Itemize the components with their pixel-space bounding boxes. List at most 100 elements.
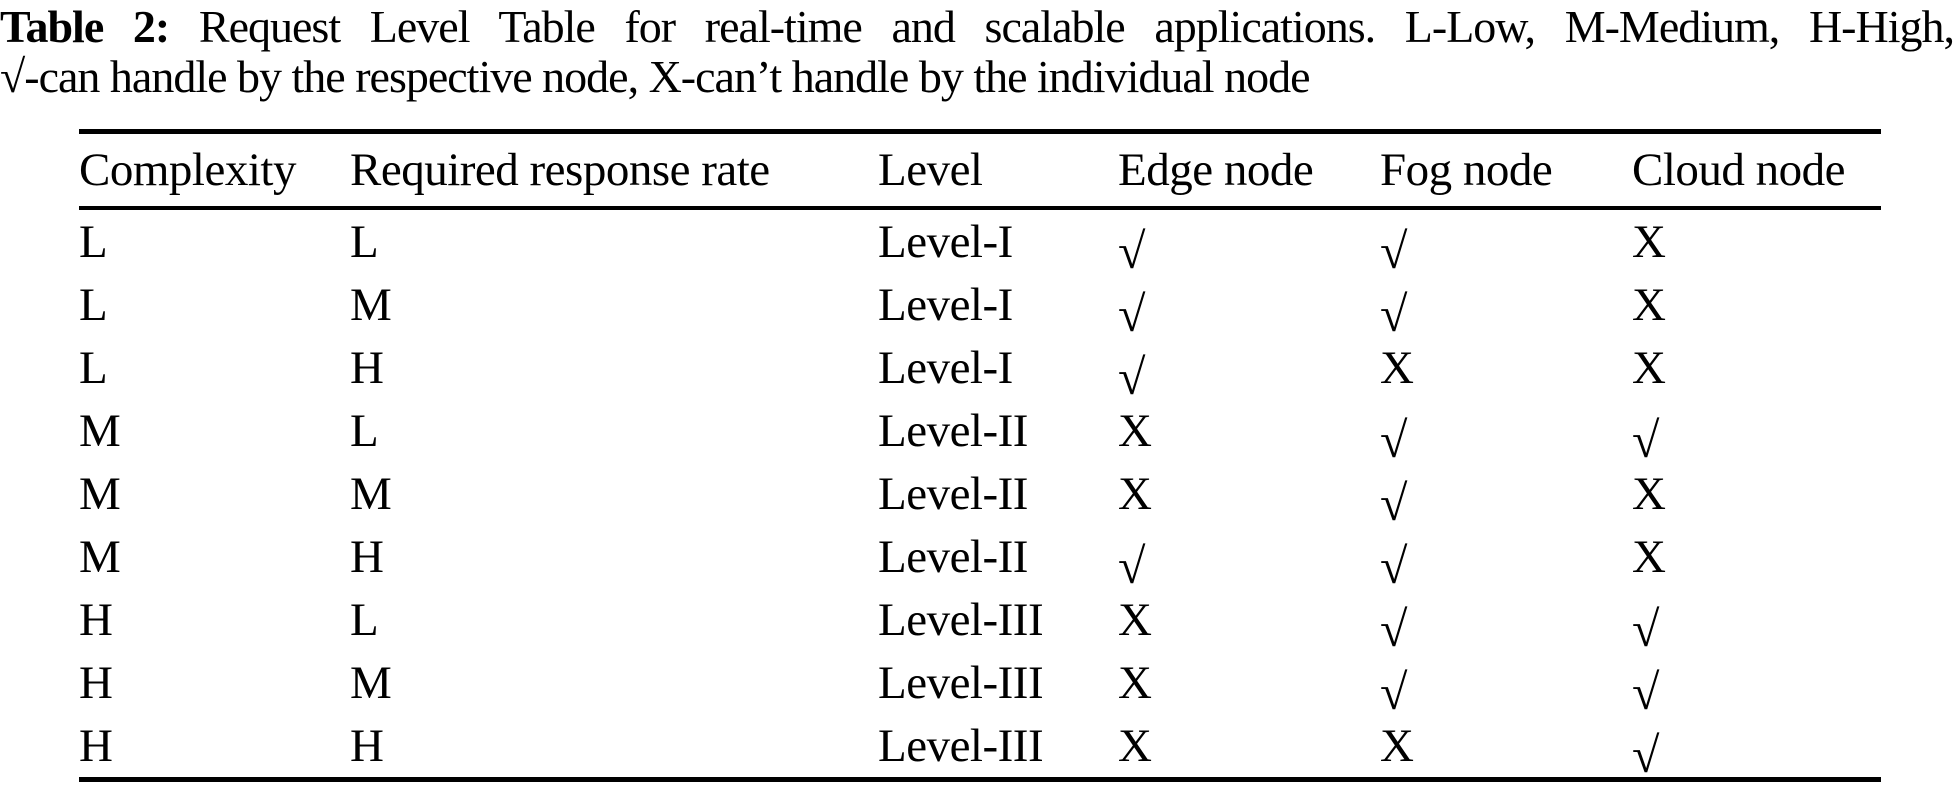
column-header-complexity: Complexity <box>79 131 350 210</box>
table-caption-line2: √-can handle by the respective node, X-c… <box>0 51 1310 102</box>
cell-value: H <box>350 719 384 772</box>
cell-value: M <box>350 467 392 520</box>
cell-value: √ <box>1632 663 1659 720</box>
cell-fog-node: √ <box>1380 588 1632 657</box>
cell-edge-node: X <box>1118 462 1380 525</box>
cell-value: M <box>350 278 392 331</box>
cell-value: L <box>350 593 379 646</box>
cell-value: √ <box>1118 348 1145 405</box>
cell-value: X <box>1118 719 1152 772</box>
cell-response-rate: H <box>350 525 878 588</box>
cell-value: L <box>350 404 379 457</box>
cell-response-rate: L <box>350 208 878 273</box>
table-caption-label: Table 2: <box>0 1 170 52</box>
cell-value: Level-III <box>878 719 1044 772</box>
cell-complexity: L <box>79 273 350 336</box>
cell-complexity: L <box>79 336 350 399</box>
table-row: L M Level-I √ √ X <box>79 273 1881 342</box>
cell-value: L <box>79 341 108 394</box>
table-row: M M Level-II X √ X <box>79 462 1881 531</box>
cell-cloud-node: √ <box>1632 714 1881 783</box>
table-row: L H Level-I √ X X <box>79 336 1881 405</box>
cell-complexity: M <box>79 525 350 588</box>
cell-level: Level-III <box>878 714 1118 780</box>
cell-value: √ <box>1380 285 1407 342</box>
cell-value: H <box>350 530 384 583</box>
cell-complexity: M <box>79 462 350 525</box>
cell-value: √ <box>1380 663 1407 720</box>
cell-value: √ <box>1380 600 1407 657</box>
cell-value: √ <box>1632 726 1659 783</box>
cell-value: X <box>1632 215 1666 268</box>
column-header-edge-node: Edge node <box>1118 131 1380 210</box>
cell-value: H <box>79 656 113 709</box>
table-caption-text: Request Level Table for real-time and sc… <box>198 1 1954 52</box>
cell-value: √ <box>1380 222 1407 279</box>
cell-value: X <box>1118 467 1152 520</box>
cell-value: √ <box>1380 537 1407 594</box>
cell-value: Level-I <box>878 278 1013 331</box>
cell-level: Level-III <box>878 651 1118 714</box>
cell-edge-node: √ <box>1118 273 1380 342</box>
cell-value: L <box>79 278 108 331</box>
cell-value: H <box>79 719 113 772</box>
cell-fog-node: √ <box>1380 273 1632 342</box>
cell-fog-node: √ <box>1380 525 1632 594</box>
cell-fog-node: X <box>1380 714 1632 780</box>
cell-value: M <box>350 656 392 709</box>
table-row: M L Level-II X √ √ <box>79 399 1881 468</box>
cell-value: Level-II <box>878 404 1028 457</box>
cell-level: Level-II <box>878 462 1118 525</box>
cell-level: Level-I <box>878 273 1118 336</box>
cell-level: Level-II <box>878 399 1118 462</box>
cell-edge-node: √ <box>1118 525 1380 594</box>
column-header-response-rate: Required response rate <box>350 131 878 210</box>
cell-level: Level-II <box>878 525 1118 588</box>
cell-value: X <box>1632 341 1666 394</box>
cell-value: √ <box>1118 222 1145 279</box>
cell-cloud-node: X <box>1632 462 1881 525</box>
cell-response-rate: H <box>350 714 878 780</box>
cell-edge-node: √ <box>1118 336 1380 405</box>
column-header-fog-node: Fog node <box>1380 131 1632 210</box>
cell-value: M <box>79 404 121 457</box>
table-row: H M Level-III X √ √ <box>79 651 1881 720</box>
cell-value: X <box>1380 341 1414 394</box>
cell-fog-node: X <box>1380 336 1632 399</box>
cell-response-rate: L <box>350 399 878 462</box>
cell-value: H <box>79 593 113 646</box>
cell-value: H <box>350 341 384 394</box>
cell-value: Level-II <box>878 467 1028 520</box>
cell-value: Level-III <box>878 593 1044 646</box>
cell-value: Level-I <box>878 341 1013 394</box>
table-row: L L Level-I √ √ X <box>79 208 1881 279</box>
cell-cloud-node: √ <box>1632 588 1881 657</box>
cell-value: X <box>1380 719 1414 772</box>
cell-cloud-node: X <box>1632 336 1881 399</box>
cell-level: Level-I <box>878 336 1118 399</box>
cell-fog-node: √ <box>1380 399 1632 468</box>
cell-value: √ <box>1380 411 1407 468</box>
cell-edge-node: X <box>1118 588 1380 651</box>
cell-value: X <box>1118 404 1152 457</box>
cell-complexity: L <box>79 208 350 273</box>
cell-fog-node: √ <box>1380 208 1632 279</box>
cell-response-rate: M <box>350 273 878 336</box>
cell-cloud-node: √ <box>1632 399 1881 468</box>
cell-value: X <box>1118 593 1152 646</box>
cell-complexity: H <box>79 651 350 714</box>
cell-value: X <box>1632 467 1666 520</box>
cell-cloud-node: X <box>1632 208 1881 273</box>
table-row: H H Level-III X X √ <box>79 714 1881 783</box>
cell-value: L <box>79 215 108 268</box>
table-header-row: Complexity Required response rate Level … <box>79 131 1881 210</box>
request-level-table: Complexity Required response rate Level … <box>79 129 1881 783</box>
cell-edge-node: X <box>1118 651 1380 714</box>
cell-fog-node: √ <box>1380 651 1632 720</box>
column-header-cloud-node: Cloud node <box>1632 131 1881 210</box>
cell-edge-node: X <box>1118 399 1380 462</box>
table-row: H L Level-III X √ √ <box>79 588 1881 657</box>
cell-value: Level-II <box>878 530 1028 583</box>
cell-response-rate: L <box>350 588 878 651</box>
table-caption-line1: Table 2: Request Level Table for real-ti… <box>0 2 1954 52</box>
